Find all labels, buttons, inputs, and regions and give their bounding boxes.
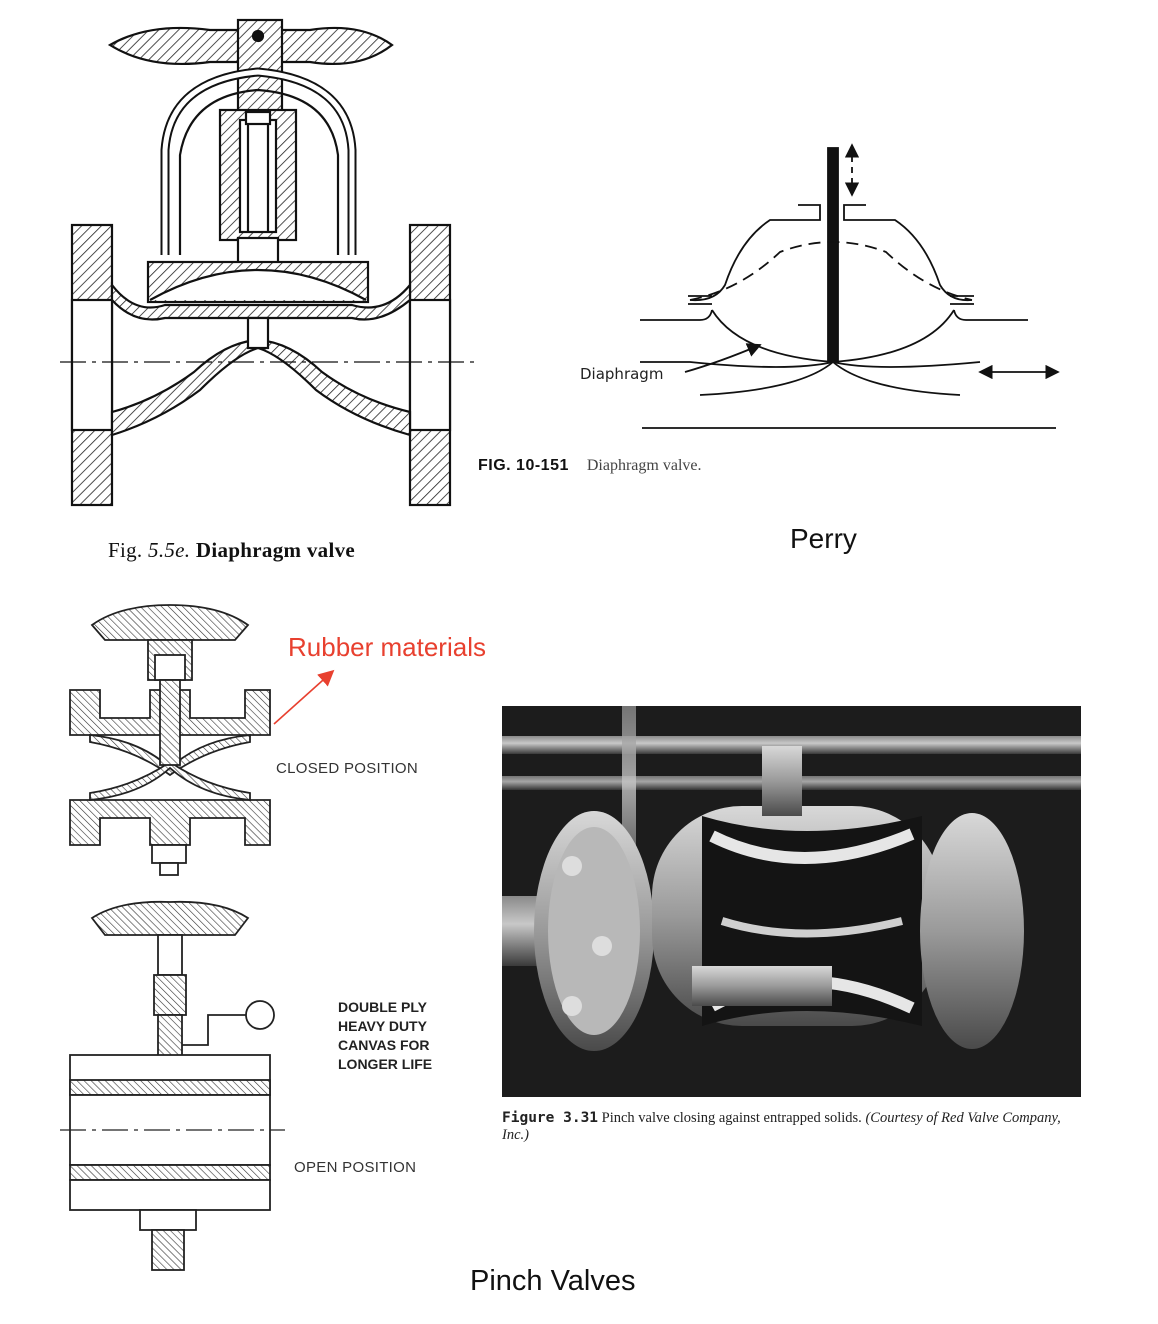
canvas-note: DOUBLE PLY HEAVY DUTY CANVAS FOR LONGER … bbox=[338, 998, 478, 1074]
fig-5-5e-number: 5.5e. bbox=[148, 538, 191, 562]
figure-3-31-text: Pinch valve closing against entrapped so… bbox=[601, 1110, 862, 1126]
rubber-materials-label: Rubber materials bbox=[288, 632, 486, 662]
pinch-valves-title: Pinch Valves bbox=[470, 1265, 636, 1297]
canvas-note-line: CANVAS FOR bbox=[338, 1037, 430, 1053]
fig-5-5e-title: Diaphragm valve bbox=[195, 538, 355, 562]
pinch-valve-photo bbox=[502, 706, 1081, 1097]
closed-position-label: CLOSED POSITION bbox=[276, 760, 419, 777]
canvas-note-line: HEAVY DUTY bbox=[338, 1018, 427, 1034]
perry-label: Perry bbox=[790, 523, 857, 554]
fig-5-5e-prefix: Fig. bbox=[108, 538, 143, 562]
fig-10-151-title: Diaphragm valve. bbox=[586, 457, 702, 474]
diaphragm-label: Diaphragm bbox=[580, 365, 663, 383]
figure-3-31-credit: (Courtesy of Red Valve Company, Inc.) bbox=[502, 1110, 1061, 1143]
canvas-note-line: LONGER LIFE bbox=[338, 1056, 433, 1072]
fig-10-151-caption: FIG. 10-151 Diaphragm valve. bbox=[478, 457, 702, 475]
perry-diaphragm-schematic: Diaphragm bbox=[580, 143, 1060, 429]
figure-3-31-number: Figure 3.31 bbox=[502, 1110, 599, 1126]
diaphragm-valve-drawing bbox=[60, 18, 480, 507]
canvas-note-line: DOUBLE PLY bbox=[338, 999, 427, 1015]
fig-5-5e-caption: Fig. 5.5e. Diaphragm valve bbox=[108, 538, 355, 563]
figure-3-31-caption: Figure 3.31 Pinch valve closing against … bbox=[502, 1110, 1080, 1144]
fig-10-151-number: FIG. 10-151 bbox=[478, 457, 569, 474]
open-position-label: OPEN POSITION bbox=[294, 1159, 417, 1176]
pinch-valve-drawings bbox=[60, 604, 335, 1271]
